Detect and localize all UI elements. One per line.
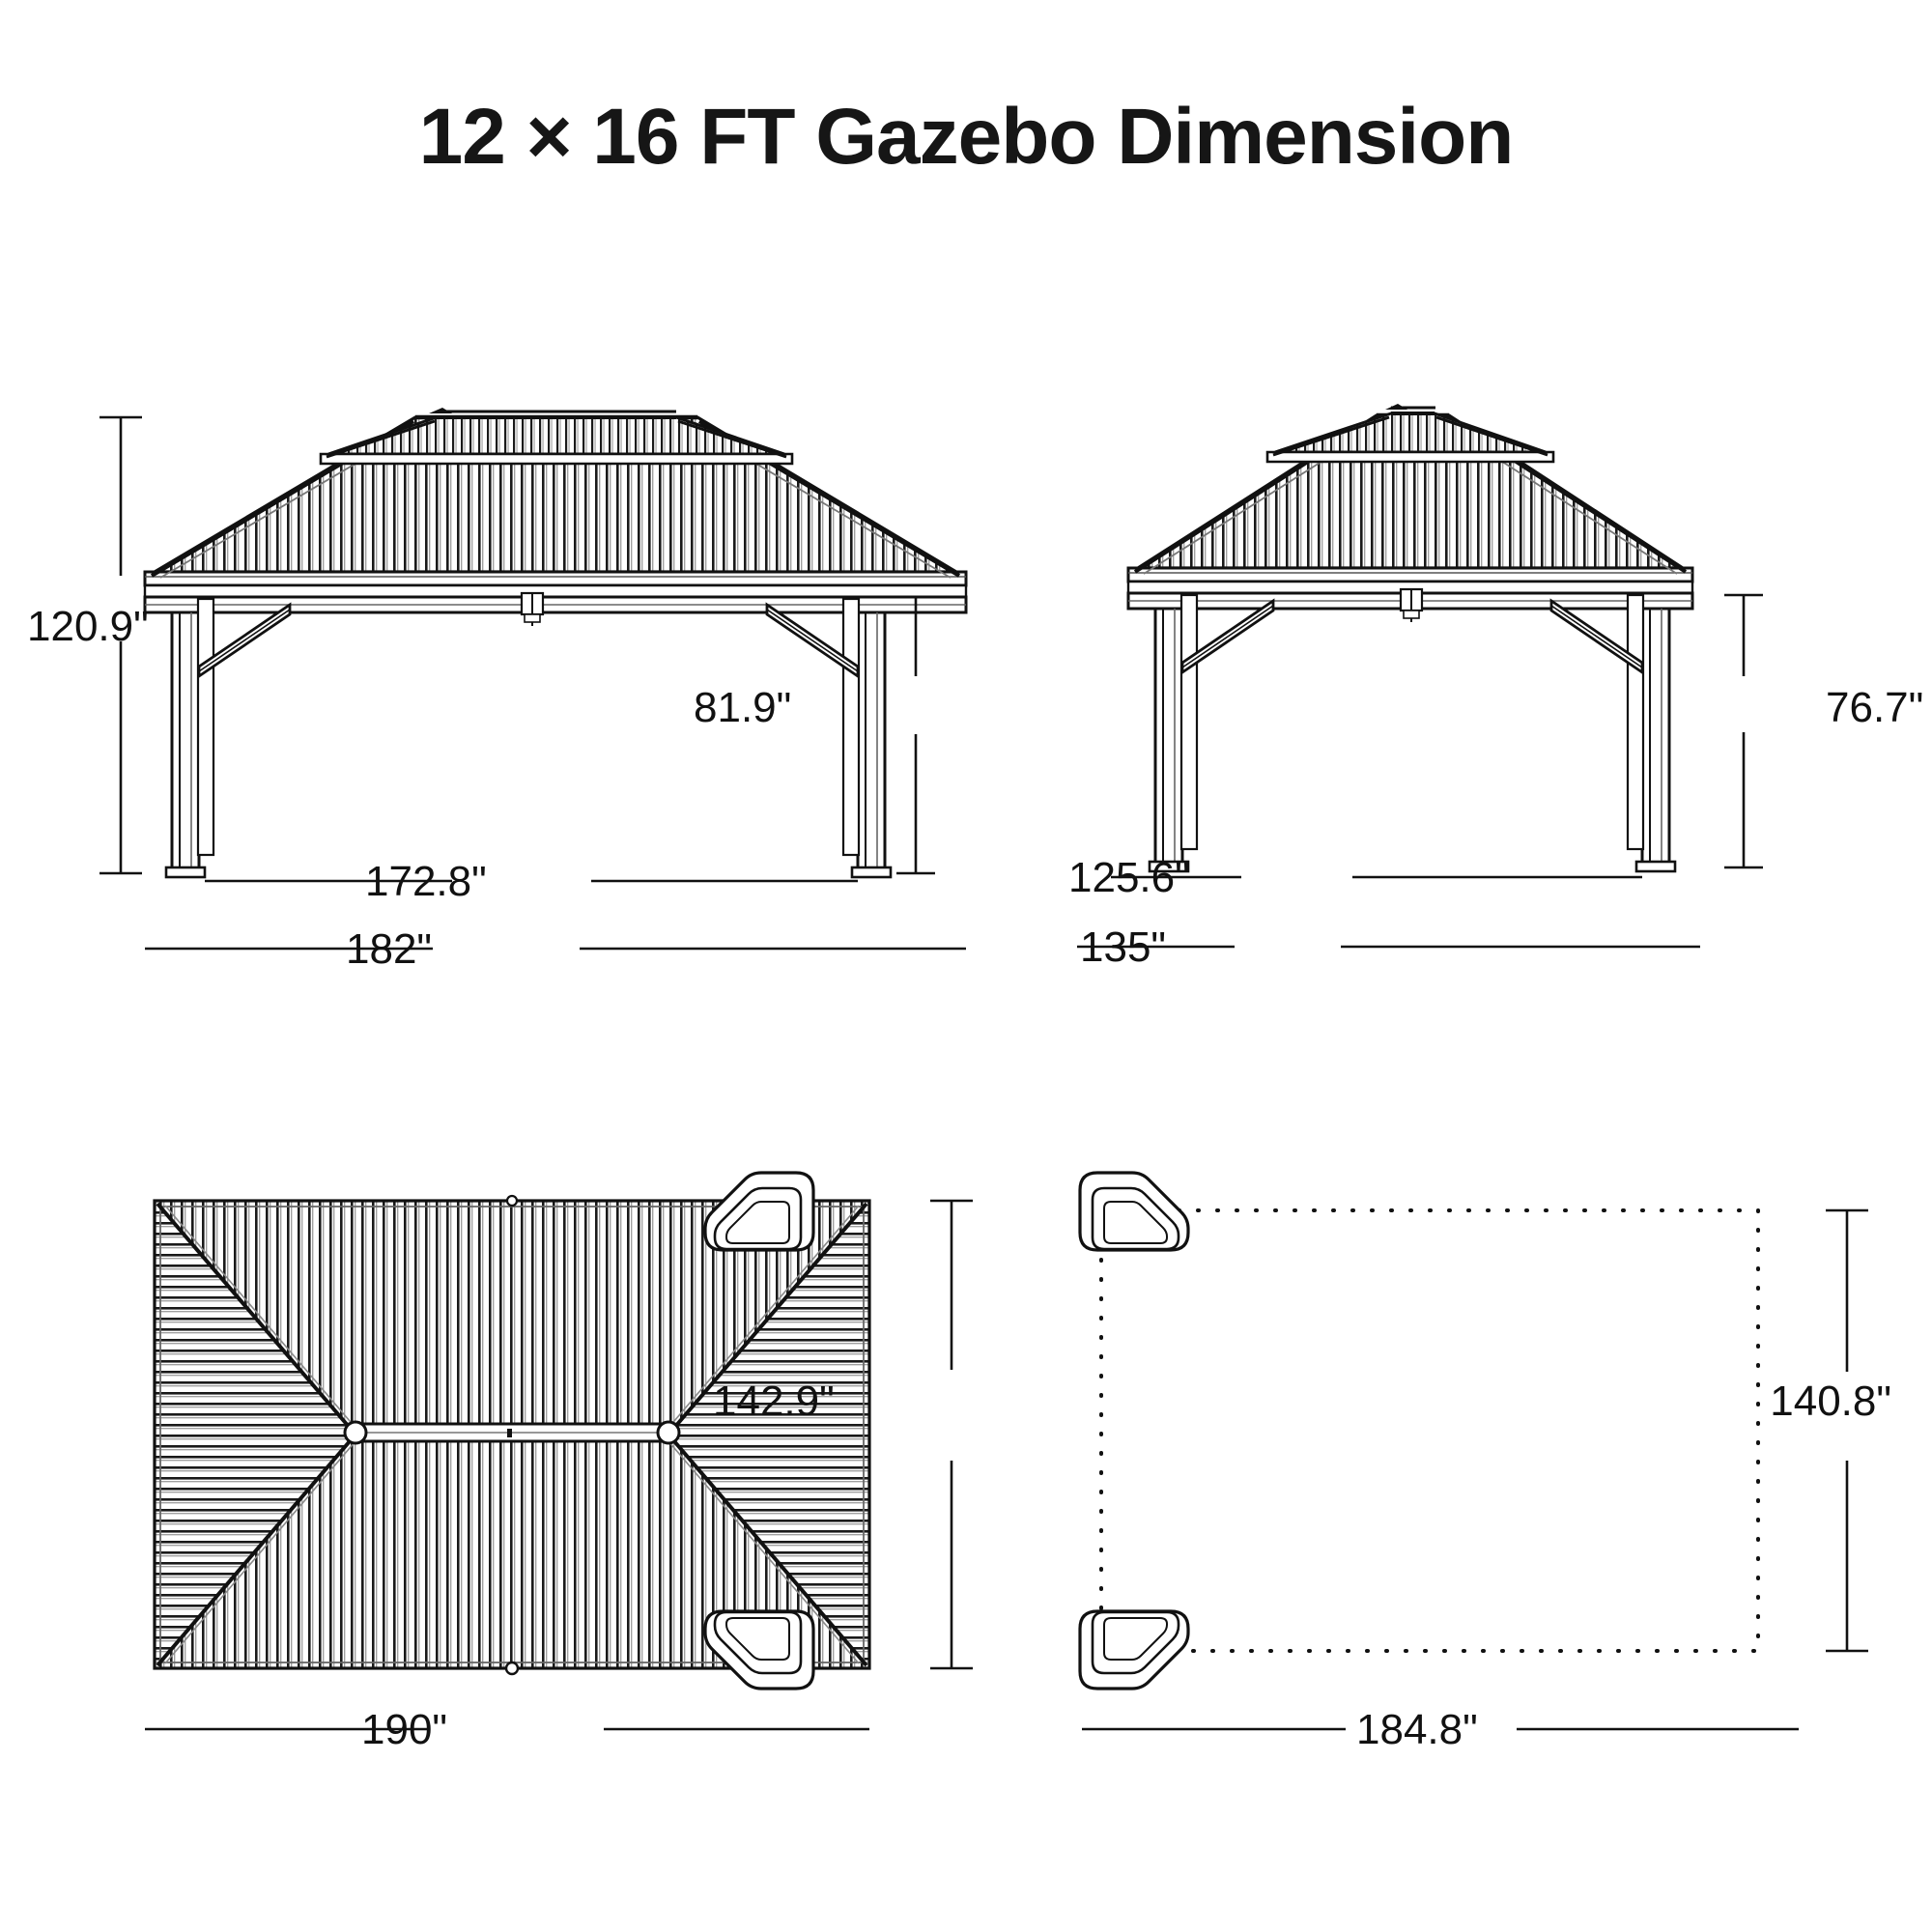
dim-label-post-height: 81.9" [694,684,792,731]
dim-label-footprint-depth: 140.8" [1770,1378,1891,1425]
dim-label-roof-depth: 142.9" [713,1378,835,1425]
center-hanger [1399,587,1424,622]
dim-label-overall-height: 120.9" [27,603,149,650]
center-hanger [520,591,545,626]
post-base-bracket [1078,1609,1190,1690]
post [1148,607,1190,873]
post [1179,593,1645,851]
dim-label-front-roof-span: 182" [346,925,433,973]
dim-label-side-post-span: 125.6" [1068,854,1190,901]
corner-brace [1549,598,1644,675]
side-elevation-drawing [1126,404,1694,873]
post [850,611,893,879]
post-base-bracket [1078,1171,1190,1252]
corner-brace [197,602,292,679]
post [1634,607,1677,873]
dim-label-beam-height: 76.7" [1826,684,1924,731]
roof-plan-dimension-lines [145,1199,973,1731]
dim-label-roof-width: 190" [361,1706,448,1753]
corner-brace [1180,598,1275,675]
footprint-plan-drawing [703,1171,1760,1690]
front-elevation-dimension-lines [99,415,966,951]
dim-label-footprint-width: 184.8" [1356,1706,1478,1753]
dim-label-front-post-span: 172.8" [365,858,487,905]
post-base-bracket [703,1171,815,1252]
roof-plan-drawing [153,1194,871,1676]
page-title: 12 × 16 FT Gazebo Dimension [418,93,1515,181]
dim-label-side-roof-span: 135" [1080,923,1167,971]
post [164,611,207,879]
front-elevation-drawing [143,408,968,879]
corner-brace [765,602,860,679]
footprint-plan-dimension-lines [1082,1208,1868,1731]
post-base-bracket [703,1609,815,1690]
